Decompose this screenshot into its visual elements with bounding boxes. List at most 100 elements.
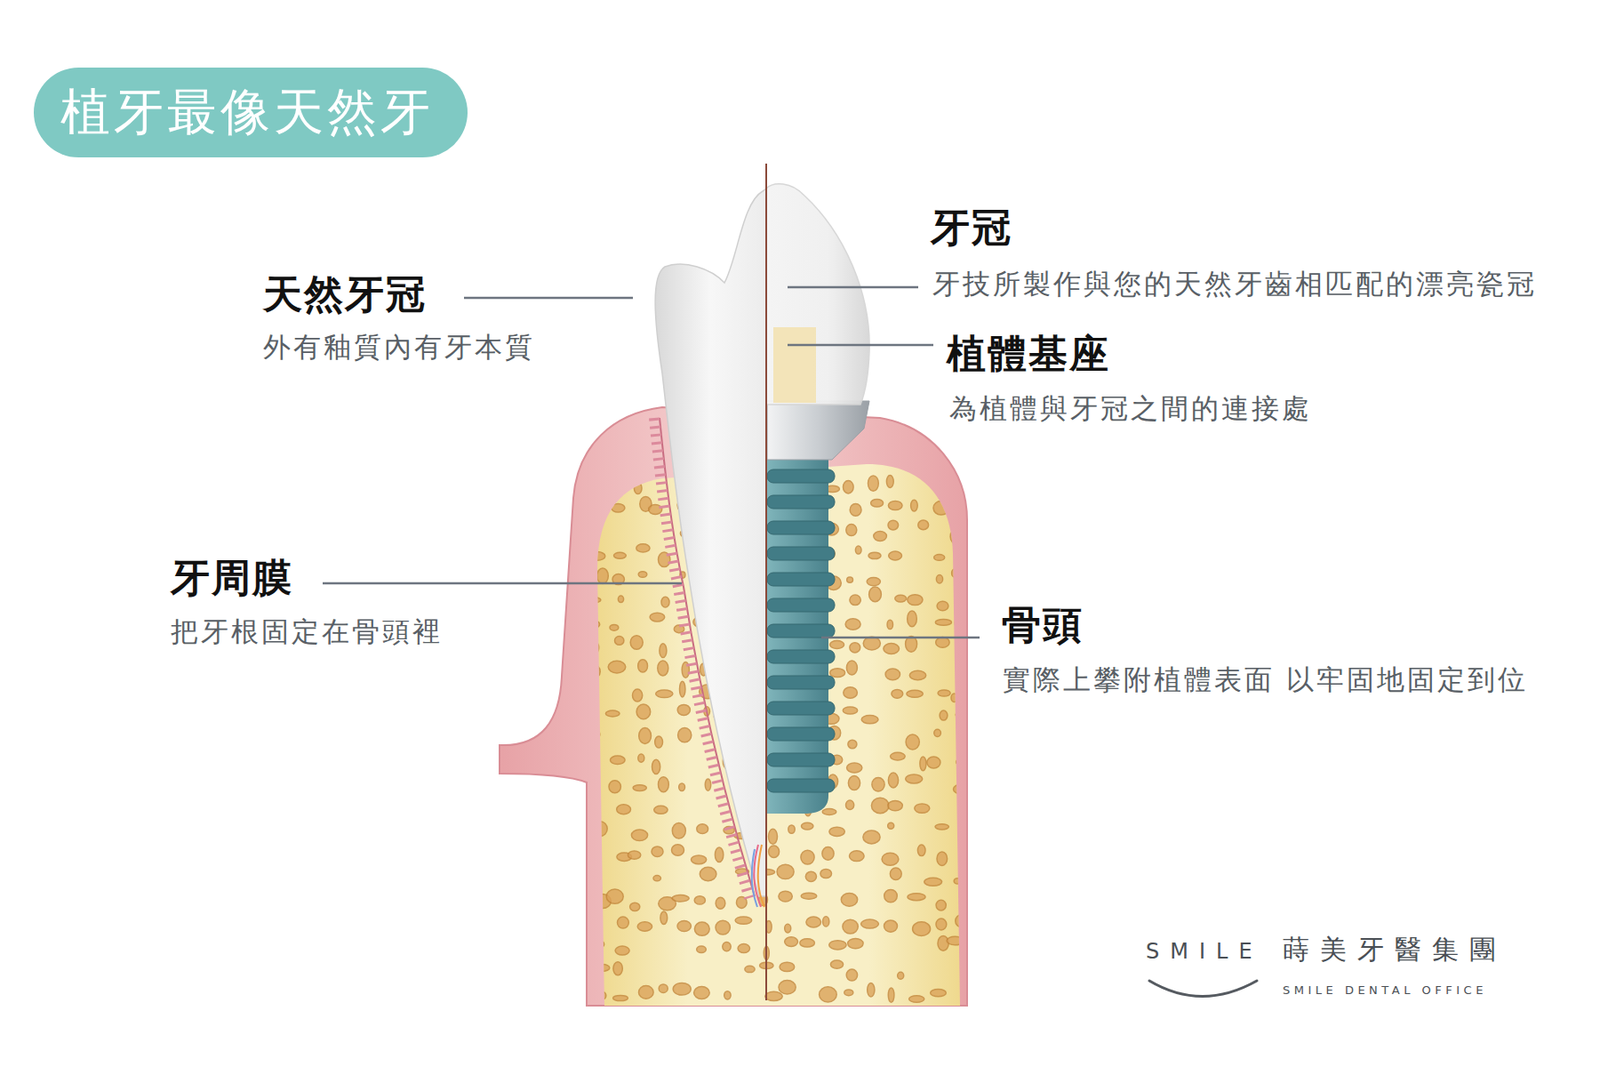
- bone-pore: [866, 577, 880, 586]
- bone-pore: [849, 850, 865, 862]
- bone-pore: [890, 752, 906, 760]
- bone-pore: [715, 920, 730, 935]
- bone-pore: [849, 594, 861, 606]
- bone-pore: [672, 983, 691, 996]
- bone-pore: [873, 531, 888, 542]
- bone-pore: [594, 963, 610, 971]
- bone-pore: [907, 594, 923, 606]
- bone-pore: [606, 888, 624, 904]
- bone-pore: [679, 783, 686, 791]
- abutment: [773, 327, 816, 403]
- bone-pore: [884, 920, 898, 932]
- implant-thread: [767, 752, 835, 767]
- bone-pore: [936, 575, 943, 584]
- bone-pore: [672, 895, 689, 902]
- bone-pore: [768, 845, 780, 857]
- bone-pore: [884, 888, 898, 902]
- bone-pore: [651, 846, 664, 857]
- part-name: 牙周膜: [170, 554, 294, 602]
- bone-pore: [660, 911, 668, 924]
- bone-pore: [591, 920, 598, 934]
- bone-pore: [820, 868, 832, 878]
- leader-line: [821, 636, 980, 640]
- bone-pore: [927, 756, 941, 768]
- bone-pore: [830, 960, 843, 968]
- bone-pore: [955, 709, 973, 720]
- bone-pore: [615, 945, 630, 955]
- bone-pore: [909, 995, 925, 1003]
- bone-pore: [954, 615, 964, 630]
- bone-pore: [627, 850, 640, 859]
- bone-pore: [955, 914, 968, 928]
- bone-pore: [846, 524, 857, 536]
- bone-pore: [867, 983, 875, 997]
- bone-pore: [848, 739, 857, 749]
- bone-pore: [696, 945, 707, 953]
- bone-pore: [951, 693, 958, 702]
- bone-pore: [588, 552, 606, 561]
- bone-pore: [714, 847, 723, 863]
- bone-pore: [737, 944, 750, 953]
- bone-pore: [822, 847, 834, 861]
- implant-thread: [767, 727, 835, 741]
- bone-pore: [661, 596, 670, 608]
- bone-pore: [636, 544, 650, 552]
- implant-thread: [767, 469, 835, 483]
- bone-pore: [939, 710, 948, 720]
- natural-tooth: [655, 188, 767, 896]
- bone-pore: [871, 797, 889, 813]
- bone-pore: [917, 844, 926, 856]
- bone-pore: [609, 624, 619, 631]
- part-description: 把牙根固定在骨頭裡: [170, 615, 443, 648]
- bone-pore: [784, 923, 792, 933]
- logo-smile: [1149, 980, 1257, 997]
- bone-pore: [953, 482, 968, 496]
- bone-pore: [888, 822, 895, 829]
- bone-pore: [819, 986, 838, 1002]
- bone-pore: [888, 520, 899, 530]
- bone-pore: [672, 844, 685, 856]
- bone-pore: [918, 520, 929, 530]
- bone-pore: [952, 568, 959, 577]
- bone-pore: [905, 734, 920, 750]
- bone-pore: [776, 864, 794, 879]
- bone-pore: [632, 784, 647, 792]
- bone-pore: [863, 636, 880, 650]
- bone-pore: [937, 936, 949, 952]
- bone-pore: [653, 875, 661, 881]
- bone-pore: [843, 480, 855, 494]
- bone-pore: [829, 940, 847, 950]
- bone-pore: [935, 824, 949, 830]
- bone-pore: [946, 936, 964, 945]
- bone-pore: [584, 664, 600, 680]
- bone-pore: [868, 475, 880, 491]
- bone-pore: [656, 689, 673, 698]
- leader-line: [787, 344, 934, 347]
- bone-pore: [960, 553, 968, 561]
- bone-pore: [822, 808, 837, 816]
- bone-pore: [607, 481, 622, 496]
- bone-pore: [849, 642, 861, 653]
- bone-pore: [699, 866, 717, 880]
- bone-pore: [934, 728, 942, 736]
- bone-pores: [584, 473, 975, 1002]
- bone-pore: [694, 921, 710, 936]
- bone-pore: [847, 576, 854, 583]
- bone-pore: [936, 918, 947, 930]
- bone-pore: [658, 776, 670, 792]
- bone-pore: [888, 772, 898, 788]
- implant-collar: [767, 400, 870, 460]
- bone-pore: [848, 776, 860, 791]
- implant-thread: [767, 624, 835, 638]
- bone-pore: [677, 704, 690, 715]
- bone-pore: [611, 503, 625, 512]
- bone-pore: [936, 851, 948, 865]
- bone-pore: [847, 762, 863, 773]
- logo-subtitle: SMILE DENTAL OFFICE: [1282, 983, 1488, 998]
- bone-pore: [956, 499, 964, 515]
- part-name: 骨頭: [1001, 601, 1084, 649]
- bone-pore: [885, 668, 900, 680]
- bone-pore: [840, 892, 857, 906]
- bone-pore: [888, 987, 895, 1002]
- bone-pore: [872, 777, 885, 792]
